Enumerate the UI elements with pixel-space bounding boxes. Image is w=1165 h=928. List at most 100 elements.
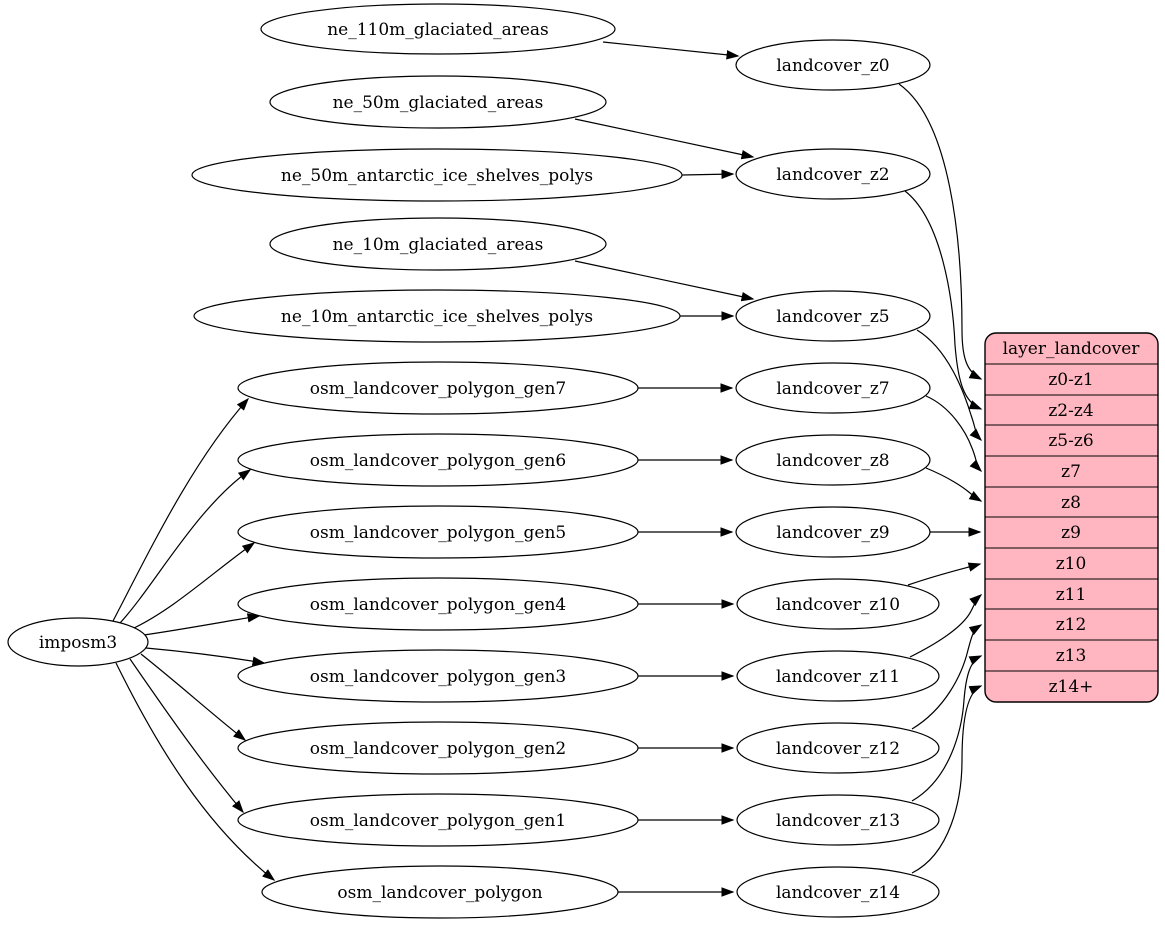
node-landcover-z2-label: landcover_z2 — [776, 165, 889, 185]
edge-imposm3-gen7 — [112, 397, 249, 622]
node-landcover-z11-shape — [736, 650, 940, 702]
edge-ne110m-z0 — [602, 41, 740, 60]
edge-layer — [112, 41, 983, 897]
edge-z14-row — [911, 685, 983, 874]
node-landcover-z11: landcover_z11 — [736, 650, 940, 702]
edge-z11-row — [909, 594, 983, 658]
table-row-z7: z7 — [1061, 462, 1081, 482]
node-landcover-z11-label: landcover_z11 — [776, 667, 900, 687]
node-osm-landcover-polygon-gen6-shape — [237, 433, 639, 487]
node-ne-50m-antarctic-ice-shelves-polys-shape — [191, 148, 683, 202]
edge-imposm3-gen1 — [129, 658, 244, 814]
node-landcover-z14-label: landcover_z14 — [776, 883, 900, 903]
node-imposm3-shape — [7, 617, 149, 667]
node-osm-landcover-polygon-gen4-label: osm_landcover_polygon_gen4 — [310, 595, 566, 615]
edge-z10-row — [907, 562, 982, 586]
node-osm-landcover-polygon-gen5: osm_landcover_polygon_gen5 — [237, 505, 639, 559]
node-landcover-z10-label: landcover_z10 — [776, 595, 900, 615]
node-osm-landcover-polygon-gen7-label: osm_landcover_polygon_gen7 — [310, 379, 566, 399]
edge-imposm3-gen5 — [133, 542, 256, 629]
edge-z7-row — [925, 395, 983, 473]
node-ne-10m-glaciated-areas: ne_10m_glaciated_areas — [269, 217, 607, 271]
node-landcover-z5-label: landcover_z5 — [776, 307, 889, 327]
table-row-z0-z1: z0-z1 — [1048, 370, 1093, 390]
node-ne-10m-glaciated-areas-shape — [269, 217, 607, 271]
node-landcover-z8: landcover_z8 — [735, 434, 931, 486]
node-ne-50m-antarctic-ice-shelves-polys-label: ne_50m_antarctic_ice_shelves_polys — [281, 166, 593, 186]
node-landcover-z9-label: landcover_z9 — [776, 523, 889, 543]
table-title: layer_landcover — [1003, 339, 1141, 359]
table-layer-landcover: layer_landcover z0-z1 z2-z4 z5-z6 z7 z8 … — [984, 332, 1159, 703]
node-osm-landcover-polygon-gen6-label: osm_landcover_polygon_gen6 — [310, 451, 566, 471]
table-row-z13: z13 — [1056, 646, 1087, 666]
node-landcover-z12-label: landcover_z12 — [776, 739, 900, 759]
node-osm-landcover-polygon-gen7-shape — [237, 361, 639, 415]
edge-z13-row — [911, 655, 983, 802]
node-landcover-z10: landcover_z10 — [736, 578, 940, 630]
node-ne-110m-glaciated-areas-shape — [260, 3, 616, 55]
node-osm-landcover-polygon-gen1-label: osm_landcover_polygon_gen1 — [310, 811, 566, 831]
node-landcover-z0: landcover_z0 — [735, 39, 931, 91]
node-layer: imposm3 ne_110m_glaciated_areas ne_50m_g… — [7, 3, 940, 919]
node-ne-50m-glaciated-areas: ne_50m_glaciated_areas — [269, 75, 607, 129]
node-imposm3-label: imposm3 — [39, 633, 117, 653]
table-row-z2-z4: z2-z4 — [1048, 401, 1093, 421]
edge-imposm3-gen6 — [119, 469, 252, 624]
edge-imposm3-polygon — [115, 662, 276, 881]
node-osm-landcover-polygon-gen3-label: osm_landcover_polygon_gen3 — [310, 667, 566, 687]
node-landcover-z9-shape — [735, 506, 931, 558]
node-landcover-z7: landcover_z7 — [735, 362, 931, 414]
edge-ne50mgl-z2 — [574, 118, 755, 160]
node-osm-landcover-polygon-gen7: osm_landcover_polygon_gen7 — [237, 361, 639, 415]
table-row-z11: z11 — [1056, 585, 1087, 605]
edge-z12-row — [911, 624, 983, 730]
node-osm-landcover-polygon-gen2: osm_landcover_polygon_gen2 — [237, 721, 639, 775]
table-row-z10: z10 — [1056, 554, 1087, 574]
node-landcover-z5-shape — [735, 290, 931, 342]
edge-ne50mant-z2 — [681, 169, 735, 179]
edge-imposm3-gen3 — [145, 647, 266, 666]
node-ne-50m-glaciated-areas-label: ne_50m_glaciated_areas — [333, 93, 544, 113]
node-ne-110m-glaciated-areas: ne_110m_glaciated_areas — [260, 3, 616, 55]
node-landcover-z0-label: landcover_z0 — [776, 56, 889, 76]
node-osm-landcover-polygon-shape — [261, 865, 619, 919]
node-ne-10m-antarctic-ice-shelves-polys: ne_10m_antarctic_ice_shelves_polys — [193, 289, 681, 343]
node-landcover-z14: landcover_z14 — [736, 866, 940, 918]
node-landcover-z5: landcover_z5 — [735, 290, 931, 342]
edge-z2-row — [904, 190, 983, 410]
table-row-z5-z6: z5-z6 — [1048, 431, 1093, 451]
node-ne-50m-antarctic-ice-shelves-polys: ne_50m_antarctic_ice_shelves_polys — [191, 148, 683, 202]
node-osm-landcover-polygon-gen5-shape — [237, 505, 639, 559]
node-landcover-z12: landcover_z12 — [736, 722, 940, 774]
node-osm-landcover-polygon-gen4-shape — [237, 577, 639, 631]
node-ne-10m-glaciated-areas-label: ne_10m_glaciated_areas — [333, 235, 544, 255]
node-landcover-z7-shape — [735, 362, 931, 414]
node-landcover-z8-label: landcover_z8 — [776, 451, 889, 471]
node-osm-landcover-polygon-gen2-label: osm_landcover_polygon_gen2 — [310, 739, 566, 759]
node-landcover-z8-shape — [735, 434, 931, 486]
node-osm-landcover-polygon-gen2-shape — [237, 721, 639, 775]
node-osm-landcover-polygon-gen1: osm_landcover_polygon_gen1 — [237, 793, 639, 847]
node-osm-landcover-polygon: osm_landcover_polygon — [261, 865, 619, 919]
node-landcover-z14-shape — [736, 866, 940, 918]
node-osm-landcover-polygon-gen6: osm_landcover_polygon_gen6 — [237, 433, 639, 487]
node-ne-110m-glaciated-areas-label: ne_110m_glaciated_areas — [327, 20, 549, 40]
node-landcover-z13-shape — [736, 794, 940, 846]
node-ne-10m-antarctic-ice-shelves-polys-shape — [193, 289, 681, 343]
node-ne-10m-antarctic-ice-shelves-polys-label: ne_10m_antarctic_ice_shelves_polys — [281, 307, 593, 327]
node-osm-landcover-polygon-gen1-shape — [237, 793, 639, 847]
table-row-z8: z8 — [1061, 493, 1081, 513]
node-imposm3: imposm3 — [7, 617, 149, 667]
edge-ne10mgl-z5 — [574, 260, 755, 302]
table-row-z9: z9 — [1061, 523, 1081, 543]
edge-z8-row — [925, 467, 983, 502]
node-osm-landcover-polygon-gen3-shape — [237, 649, 639, 703]
node-landcover-z2-shape — [735, 148, 931, 200]
node-ne-50m-glaciated-areas-shape — [269, 75, 607, 129]
node-landcover-z7-label: landcover_z7 — [776, 379, 889, 399]
node-landcover-z2: landcover_z2 — [735, 148, 931, 200]
node-osm-landcover-polygon-gen3: osm_landcover_polygon_gen3 — [237, 649, 639, 703]
table-row-z14plus: z14+ — [1049, 677, 1094, 697]
edge-imposm3-gen2 — [140, 653, 247, 741]
